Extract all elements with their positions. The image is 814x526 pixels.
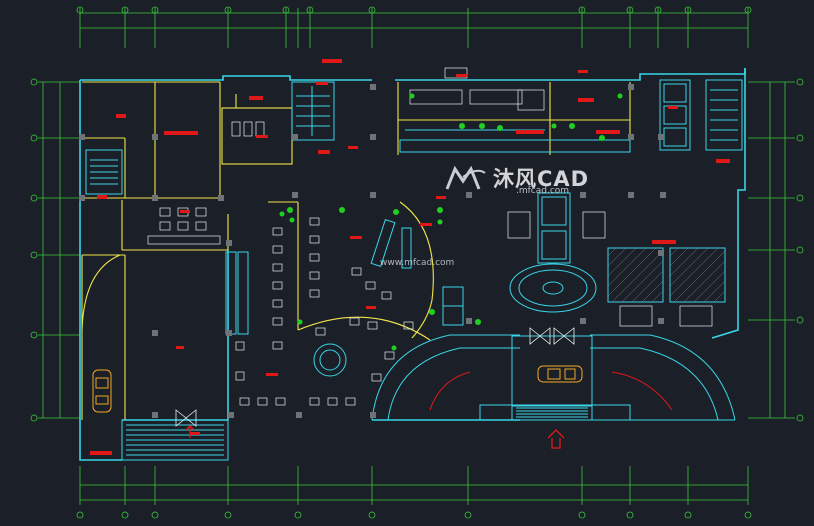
- grid-axis-bubbles: [30, 6, 804, 519]
- car-icon: [92, 365, 583, 413]
- driveway-arrows: [429, 371, 673, 411]
- dimension-lines: [38, 8, 795, 505]
- interior-walls-cyan: [85, 79, 743, 461]
- watermark-url-secondary: www.mfcad.com: [380, 258, 455, 268]
- carpet-hatch: [607, 247, 726, 303]
- structural-columns: [79, 84, 666, 418]
- mfcad-logo-icon: [445, 165, 486, 190]
- entrance-doors: [175, 327, 575, 427]
- interior-partitions: [81, 81, 631, 420]
- watermark: 沐风CAD: [443, 160, 608, 196]
- up-arrow-icon: [185, 425, 565, 449]
- watermark-brand: 沐风CAD: [493, 167, 590, 191]
- furniture: [147, 67, 713, 406]
- plants: [279, 93, 623, 351]
- watermark-url: .mfcad.com: [516, 186, 570, 196]
- room-labels: [90, 59, 730, 455]
